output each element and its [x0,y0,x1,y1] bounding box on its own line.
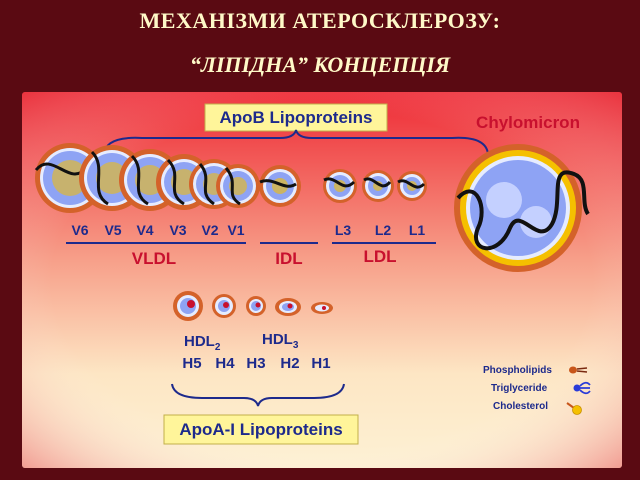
apoa-brace [171,383,345,407]
legend-cholesterol-label: Cholesterol [493,401,548,412]
particle-l3 [323,169,357,203]
slide-title-line2: “ЛІПІДНА” КОНЦЕПЦІЯ [189,52,451,77]
label-h3: H3 [246,355,265,372]
apob-label: ApoB Lipoproteins [220,108,373,127]
label-v6: V6 [71,222,88,238]
vldl-label: VLDL [132,249,176,268]
label-l1: L1 [409,222,426,238]
chylomicron-label: Chylomicron [476,113,580,132]
hdl-subclass-labels: H5 H4 H3 H2 H1 [182,355,330,372]
hdl-particles [173,291,333,321]
apob-brace [103,129,489,155]
lipoprotein-diagram: ApoB Lipoproteins Chylomicron [22,92,622,468]
label-h4: H4 [215,355,235,372]
apoa-label-box: ApoA-I Lipoproteins [163,414,359,445]
label-v5: V5 [104,222,121,238]
hdl2-label: HDL2 [184,333,221,353]
particle-l2 [362,170,394,202]
label-v1: V1 [227,222,244,238]
lipoprotein-figure: ApoB Lipoproteins Chylomicron [22,92,622,468]
particle-v1 [216,164,260,208]
vldl-subclass-labels: V6 V5 V4 V3 V2 V1 [71,222,244,238]
particle-chylomicron [454,144,590,272]
slide-title-line1: МЕХАНІЗМИ АТЕРОСКЛЕРОЗУ: [139,8,501,33]
label-l2: L2 [375,222,392,238]
idl-label: IDL [275,249,302,268]
label-h1: H1 [311,355,330,372]
apoa-label: ApoA-I Lipoproteins [179,420,342,439]
particle-h1 [311,302,333,314]
label-v2: V2 [201,222,218,238]
particle-h4 [212,294,236,318]
label-v4: V4 [136,222,153,238]
particle-h2 [275,298,301,316]
phospholipid-icon [569,366,588,374]
label-h5: H5 [182,355,201,372]
particle-l1 [397,171,427,201]
label-h2: H2 [280,355,299,372]
particle-h3 [246,296,266,316]
legend: Phospholipids Triglyceride Cholesterol [483,365,591,415]
legend-phospholipids-label: Phospholipids [483,365,552,376]
ldl-label: LDL [363,247,396,266]
ldl-particles [323,169,427,203]
cholesterol-icon [566,402,582,415]
particle-idl [259,165,301,207]
vldl-particles [34,143,260,213]
ldl-subclass-labels: L3 L2 L1 [335,222,426,238]
particle-h5 [173,291,203,321]
triglyceride-icon [573,381,591,395]
apob-label-box: ApoB Lipoproteins [204,103,388,132]
legend-triglyceride-label: Triglyceride [491,383,548,394]
hdl3-label: HDL3 [262,331,299,351]
label-v3: V3 [169,222,186,238]
label-l3: L3 [335,222,352,238]
